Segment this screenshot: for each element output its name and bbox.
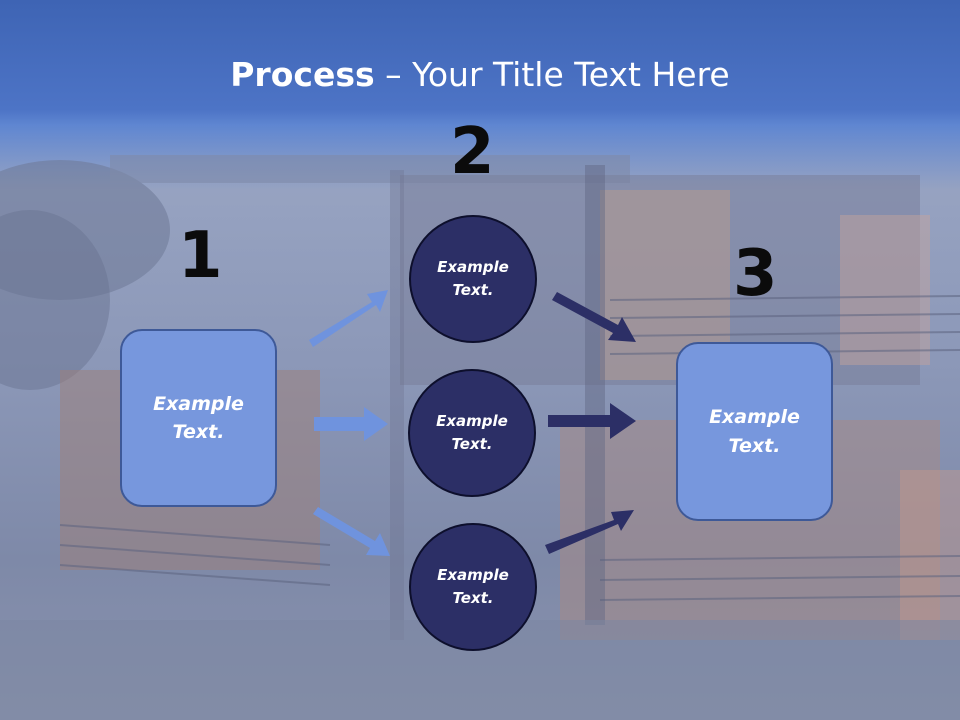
circle-bottom[interactable]: Example Text. <box>409 523 537 651</box>
arrow-right-light <box>314 407 388 441</box>
circle-top[interactable]: Example Text. <box>409 215 537 343</box>
arrow-down-right-dark <box>552 292 636 342</box>
step-number-1: 1 <box>178 219 223 293</box>
left-box-text: Example Text. <box>153 392 244 444</box>
step-number-2: 2 <box>450 115 495 189</box>
circle-bottom-text: Example Text. <box>437 565 509 607</box>
title-rest: – Your Title Text Here <box>374 55 730 94</box>
arrow-up-right-light <box>309 290 388 347</box>
circle-middle-text: Example Text. <box>436 411 508 453</box>
arrow-down-right-light <box>313 507 390 556</box>
step-number-3: 3 <box>733 237 778 311</box>
arrow-up-right-dark <box>545 510 634 554</box>
circle-middle[interactable]: Example Text. <box>408 369 536 497</box>
title-bold: Process <box>230 55 375 94</box>
arrow-right-dark <box>548 403 636 439</box>
slide-title: Process – Your Title Text Here <box>0 55 960 94</box>
left-box[interactable]: Example Text. <box>120 329 277 507</box>
circle-top-text: Example Text. <box>437 257 509 299</box>
right-box-text: Example Text. <box>709 406 800 457</box>
right-box[interactable]: Example Text. <box>676 342 833 521</box>
